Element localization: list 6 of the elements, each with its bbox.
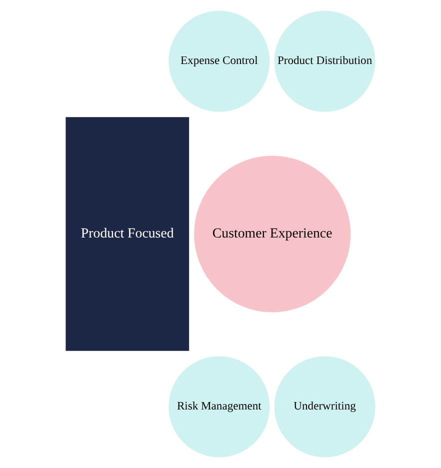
node-circle: Expense Control <box>168 10 270 112</box>
node-circle: Underwriting <box>274 356 376 458</box>
node-circle: Product Distribution <box>274 10 376 112</box>
node-box: Product Focused <box>66 117 190 351</box>
node-circle: Risk Management <box>168 356 270 458</box>
node-circle: Customer Experience <box>194 156 351 312</box>
